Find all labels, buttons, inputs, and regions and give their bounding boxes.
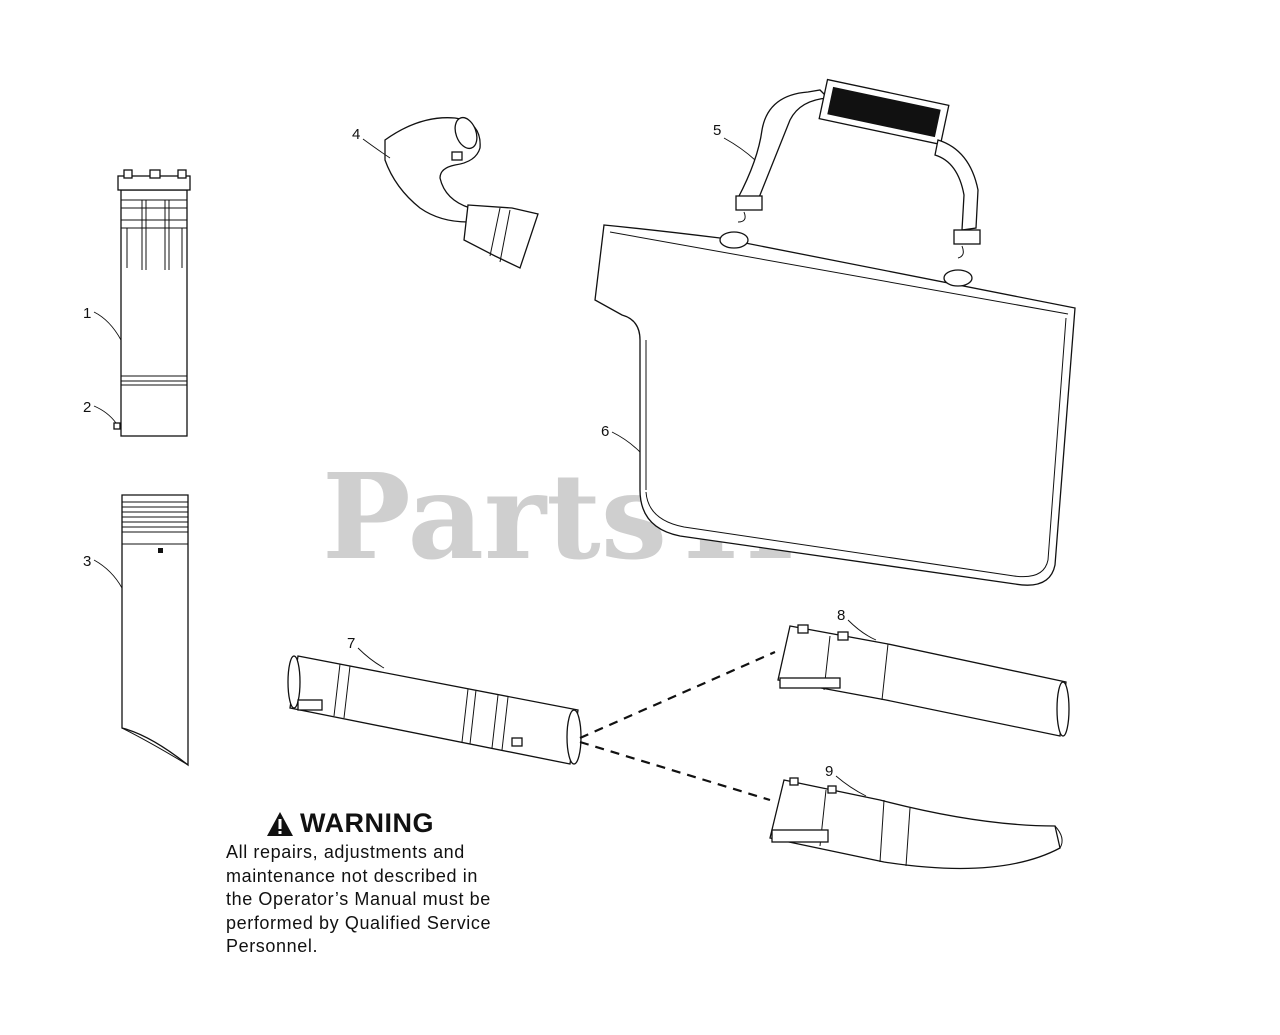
- callout-1: 1: [83, 305, 91, 322]
- part-9-curved-nozzle[interactable]: [769, 777, 1063, 870]
- part-3-lower-tube[interactable]: [121, 494, 189, 767]
- part-5-strap[interactable]: [735, 78, 981, 259]
- warning-line: the Operator’s Manual must be: [226, 889, 491, 909]
- part-7-blower-tube[interactable]: [287, 655, 582, 765]
- connector-7-to-8: [579, 650, 776, 740]
- callout-2: 2: [83, 399, 91, 416]
- connector-7-to-9: [579, 740, 771, 802]
- part-8-round-nozzle[interactable]: [777, 624, 1070, 737]
- part-6-bag[interactable]: [594, 224, 1076, 586]
- warning-line: performed by Qualified Service: [226, 912, 492, 933]
- callout-7: 7: [347, 635, 355, 652]
- callout-5: 5: [713, 122, 721, 139]
- part-1-upper-tube[interactable]: [117, 169, 191, 437]
- warning-triangle-icon: [267, 811, 293, 836]
- callout-3: 3: [83, 553, 91, 570]
- warning-title-row: WARNING: [266, 808, 546, 839]
- callout-9: 9: [825, 763, 833, 780]
- warning-notice: WARNING All repairs, adjustments and mai…: [226, 808, 546, 959]
- warning-body: All repairs, adjustments and maintenance…: [226, 841, 546, 959]
- part-2-screw[interactable]: [113, 422, 121, 430]
- warning-line: All repairs, adjustments and: [226, 842, 465, 862]
- part-4-elbow[interactable]: [384, 115, 539, 269]
- callout-4: 4: [352, 126, 360, 143]
- callout-8: 8: [837, 607, 845, 624]
- warning-title: WARNING: [300, 808, 434, 838]
- warning-line: maintenance not described in: [226, 865, 478, 886]
- callout-6: 6: [601, 423, 609, 440]
- warning-line: Personnel.: [226, 936, 319, 956]
